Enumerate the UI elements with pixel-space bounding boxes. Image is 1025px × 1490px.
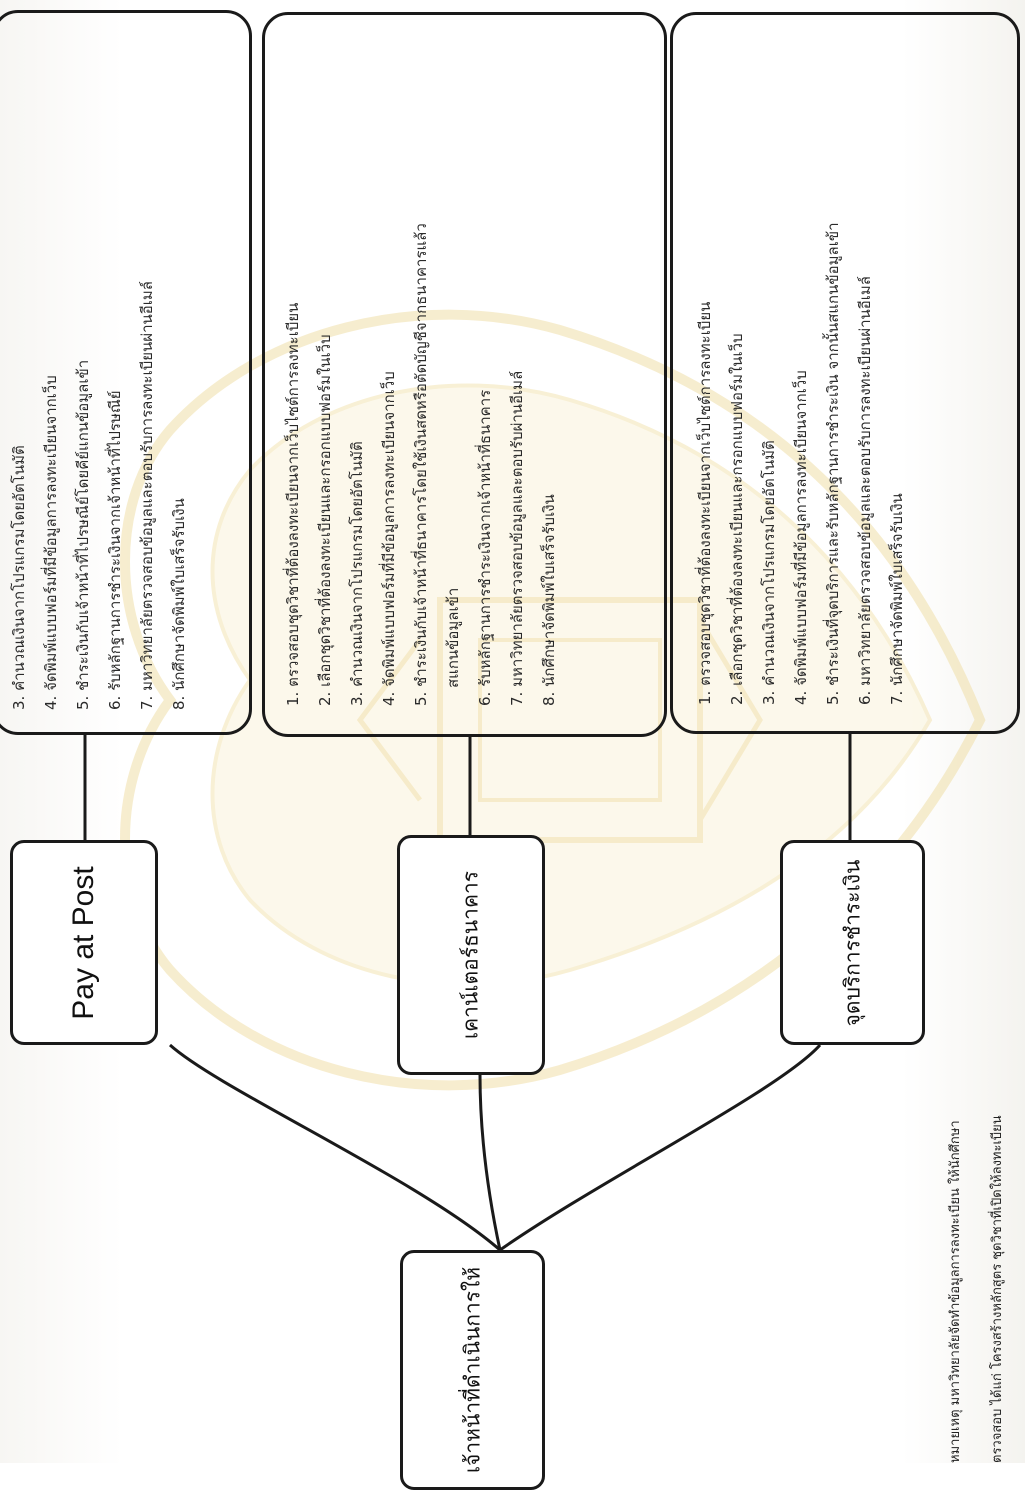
bank-counter-steps: 1. ตรวจสอบชุดวิชาที่ต้องลงทะเบียนจากเว็บ… — [283, 9, 571, 706]
pay-at-post-node: Pay at Post — [10, 840, 158, 1045]
step-item: 7. มหาวิทยาลัยตรวจสอบข้อมูลและตอบรับผ่าน… — [508, 370, 526, 706]
step-item: 8. นักศึกษาจัดพิมพ์ใบเสร็จรับเงิน — [170, 498, 188, 710]
pay-at-post-label: Pay at Post — [67, 865, 100, 1020]
step-item: 7. มหาวิทยาลัยตรวจสอบข้อมูลและตอบรับการล… — [138, 281, 156, 710]
bank-counter-node: เคาน์เตอร์ธนาคาร — [397, 835, 545, 1075]
step-item: 5. ชำระเงินกับเจ้าหน้าที่ธนาคารโดยใช้เงิ… — [412, 223, 430, 706]
step-item: 6. มหาวิทยาลัยตรวจสอบข้อมูลและตอบรับการล… — [856, 276, 874, 705]
watermark-logo — [120, 309, 986, 1091]
payment-point-steps: 1. ตรวจสอบชุดวิชาที่ต้องลงทะเบียนจากเว็บ… — [695, 9, 919, 705]
step-item: 4. จัดพิมพ์แบบฟอร์มที่มีข้อมูลการลงทะเบี… — [792, 370, 810, 705]
step-item: 1. ตรวจสอบชุดวิชาที่ต้องลงทะเบียนจากเว็บ… — [696, 301, 714, 705]
step-item: 3. คำนวณเงินจากโปรแกรมโดยอัตโนมัติ — [10, 445, 28, 710]
step-item: 3. คำนวณเงินจากโปรแกรมโดยอัตโนมัติ — [760, 440, 778, 705]
step-item: 2. เลือกชุดวิชาที่ต้องลงทะเบียนและกรอกแบ… — [728, 333, 746, 705]
step-item: 4. จัดพิมพ์แบบฟอร์มที่มีข้อมูลการลงทะเบี… — [42, 375, 60, 710]
step-item: 6. รับหลักฐานการชำระเงินจากเจ้าหน้าที่ไป… — [106, 390, 124, 710]
step-item: 8. นักศึกษาจัดพิมพ์ใบเสร็จรับเงิน — [540, 494, 558, 706]
step-item: สแกนข้อมูลเข้า — [444, 587, 462, 688]
step-item: 5. ชำระเงินที่จุดบริการและรับหลักฐานการช… — [824, 222, 842, 705]
step-item: 7. นักศึกษาจัดพิมพ์ใบเสร็จรับเงิน — [888, 493, 906, 705]
footnote-line-2: ตรวจสอบ ได้แก่ โครงสร้างหลักสูตร ชุดวิชา… — [990, 1115, 1005, 1463]
payment-point-node: จุดบริการชำระเงิน — [780, 840, 925, 1045]
step-item: 3. คำนวณเงินจากโปรแกรมโดยอัตโนมัติ — [348, 441, 366, 706]
root-label: เจ้าหน้าที่ดำเนินการให้ — [460, 1266, 484, 1474]
step-item: 2. เลือกชุดวิชาที่ต้องลงทะเบียนและกรอกแบ… — [316, 334, 334, 706]
step-item: 4. จัดพิมพ์แบบฟอร์มที่มีข้อมูลการลงทะเบี… — [380, 371, 398, 706]
footnote-line-1: หมายเหตุ มหาวิทยาลัยจัดทำข้อมูลการลงทะเบ… — [948, 1120, 963, 1463]
step-item: 5. ชำระเงินกับเจ้าหน้าที่ไปรษณีย์โดยคีย์… — [74, 359, 92, 710]
pay-at-post-steps-box: 3. คำนวณเงินจากโปรแกรมโดยอัตโนมัติ 4. จั… — [0, 10, 252, 735]
step-item: 1. ตรวจสอบชุดวิชาที่ต้องลงทะเบียนจากเว็บ… — [284, 302, 302, 706]
payment-point-label: จุดบริการชำระเงิน — [840, 859, 864, 1026]
bank-counter-label: เคาน์เตอร์ธนาคาร — [458, 870, 483, 1040]
bank-counter-steps-box: 1. ตรวจสอบชุดวิชาที่ต้องลงทะเบียนจากเว็บ… — [262, 12, 667, 737]
pay-at-post-steps: 3. คำนวณเงินจากโปรแกรมโดยอัตโนมัติ 4. จั… — [9, 7, 201, 710]
step-item: 6. รับหลักฐานการชำระเงินจากเจ้าหน้าที่ธน… — [476, 389, 494, 706]
root-node: เจ้าหน้าที่ดำเนินการให้ — [400, 1250, 545, 1490]
payment-point-steps-box: 1. ตรวจสอบชุดวิชาที่ต้องลงทะเบียนจากเว็บ… — [670, 12, 1020, 734]
connector-lines — [83, 733, 852, 1252]
